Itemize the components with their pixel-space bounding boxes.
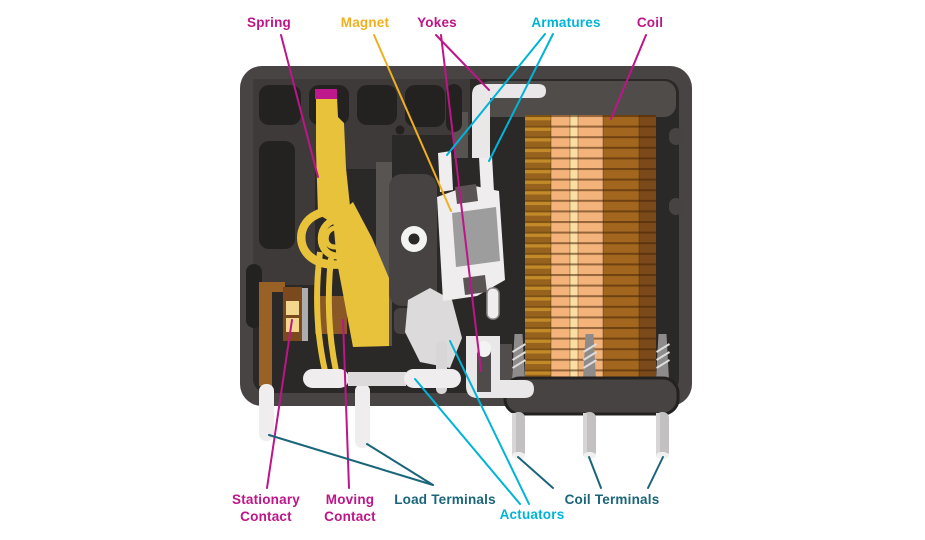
spring-coil-inner bbox=[323, 225, 337, 250]
magnet bbox=[452, 207, 500, 267]
label-load-terminals: Load Terminals bbox=[394, 492, 496, 507]
label-magnet: Magnet bbox=[341, 15, 390, 30]
pointer-coil-terminal-3 bbox=[647, 456, 664, 489]
actuator-bar-right bbox=[404, 369, 461, 388]
case-pocket-5 bbox=[446, 84, 462, 132]
contact-pad-2 bbox=[286, 318, 299, 332]
actuator-bar bbox=[303, 369, 461, 388]
spring-blade bbox=[316, 97, 350, 224]
case-rib-base bbox=[500, 344, 512, 384]
pointer-armature-2 bbox=[488, 33, 554, 162]
spring-cap bbox=[315, 89, 337, 99]
yoke-slot-cap bbox=[477, 341, 491, 357]
armature-2 bbox=[479, 156, 494, 193]
pointer-actuator-1 bbox=[414, 378, 521, 505]
yoke-top bbox=[472, 84, 546, 158]
label-spring: Spring bbox=[247, 15, 291, 30]
coil-column-seams bbox=[550, 115, 640, 382]
case-pocket-tall bbox=[259, 141, 295, 249]
pointer-magnet bbox=[373, 34, 452, 212]
pointer-load-terminal-1 bbox=[268, 434, 434, 486]
armature-lower-arm bbox=[405, 288, 462, 368]
pointer-actuator-2 bbox=[449, 340, 530, 505]
label-stationary-contact-line2: Contact bbox=[240, 509, 292, 524]
pointer-coil-terminal-2 bbox=[588, 456, 602, 489]
case-pocket-3 bbox=[357, 85, 397, 125]
stationary-contact-arm bbox=[259, 282, 285, 292]
case-pocket-wall bbox=[246, 264, 262, 328]
pointer-load-terminal-2 bbox=[366, 443, 434, 486]
pointer-coil bbox=[610, 34, 647, 120]
pointer-yoke-bottom bbox=[440, 34, 482, 372]
case-screw-hole bbox=[395, 125, 405, 135]
stationary-contact bbox=[259, 282, 308, 386]
coil-pin-3 bbox=[655, 334, 671, 380]
load-terminal-2 bbox=[355, 384, 370, 448]
labels: Spring Magnet Yokes Armatures Coil Stati… bbox=[232, 15, 663, 524]
case-pocket-1 bbox=[259, 85, 301, 125]
pointer-spring bbox=[280, 34, 319, 178]
armature-1 bbox=[438, 151, 453, 192]
spring-strand-1 bbox=[314, 251, 328, 372]
spring-band bbox=[333, 202, 389, 347]
case-pocket-4 bbox=[405, 85, 445, 127]
coil-pin-1 bbox=[511, 334, 527, 380]
pointer-lines bbox=[266, 33, 664, 505]
stationary-contact-strip bbox=[259, 282, 272, 386]
actuator-bar-middle bbox=[348, 372, 406, 386]
coil-terminal-3 bbox=[656, 412, 669, 460]
pointer-armature-1 bbox=[446, 33, 546, 156]
coil bbox=[503, 115, 680, 416]
coil-pins bbox=[511, 334, 671, 380]
actuator-bar-left bbox=[303, 369, 349, 388]
contact-pad-1 bbox=[286, 301, 299, 315]
load-terminals bbox=[259, 384, 370, 448]
spring-coil-mid bbox=[317, 216, 341, 260]
label-moving-contact-line1: Moving bbox=[326, 492, 374, 507]
label-stationary-contact-line1: Stationary bbox=[232, 492, 300, 507]
coil-pin-2 bbox=[582, 334, 598, 380]
coil-terminal-2 bbox=[583, 412, 596, 460]
spring-strand-2 bbox=[325, 257, 339, 372]
contact-plate bbox=[302, 288, 308, 341]
label-armatures: Armatures bbox=[531, 15, 600, 30]
label-coil: Coil bbox=[637, 15, 663, 30]
load-terminal-1 bbox=[259, 384, 274, 441]
pointer-stationary-contact bbox=[266, 319, 293, 489]
case-tab-1 bbox=[669, 128, 683, 145]
spring-coil-outer bbox=[297, 206, 345, 269]
case-tab-2 bbox=[669, 198, 683, 215]
armature-pin bbox=[486, 287, 500, 320]
coil-terminal-1 bbox=[512, 412, 525, 460]
pointer-coil-terminal-1 bbox=[517, 456, 554, 489]
armature-tab-bottom bbox=[463, 275, 487, 295]
pivot-hole bbox=[408, 233, 420, 245]
coil-terminals bbox=[512, 412, 669, 460]
label-actuators: Actuators bbox=[500, 507, 565, 522]
spring bbox=[297, 89, 389, 372]
label-coil-terminals: Coil Terminals bbox=[565, 492, 660, 507]
pointer-yoke-top bbox=[435, 34, 490, 91]
label-yokes: Yokes bbox=[417, 15, 457, 30]
label-moving-contact-line2: Contact bbox=[324, 509, 376, 524]
